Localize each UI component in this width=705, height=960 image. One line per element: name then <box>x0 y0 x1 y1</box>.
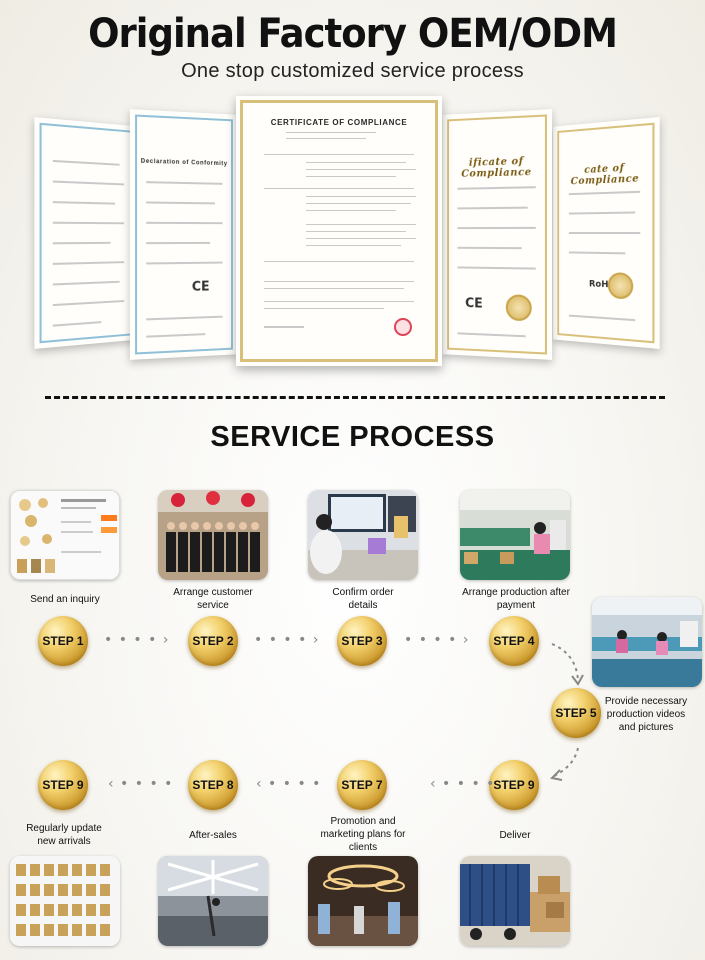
certificate-left: Declaration of Conformity CE <box>129 109 238 360</box>
step-7-badge: STEP 7 <box>337 760 387 810</box>
certificate-far-right: cate of Compliance RoHS <box>552 116 660 350</box>
step-label-3: Confirm order details <box>332 587 394 611</box>
photo-inquiry <box>10 490 120 580</box>
step-label-1: Send an inquiry <box>30 594 100 605</box>
photo-production <box>460 490 570 580</box>
arrow-left-icon: ‹ • • • • <box>430 776 496 792</box>
step-9-badge-update: STEP 9 <box>38 760 88 810</box>
step-5-badge: STEP 5 <box>551 688 601 738</box>
ce-mark: CE <box>191 279 210 295</box>
photo-customer-service <box>158 490 268 580</box>
step-label-5: Provide necessary production videos and … <box>604 696 688 733</box>
certificate-center-title: CERTIFICATE OF COMPLIANCE <box>270 118 408 127</box>
photo-after-sales <box>158 856 268 946</box>
ce-mark-right: CE <box>465 296 483 312</box>
step-label-8: After-sales <box>189 830 237 841</box>
step-1-badge: STEP 1 <box>38 616 88 666</box>
curved-arrow-down-left-icon <box>549 747 579 781</box>
certificate-center: CERTIFICATE OF COMPLIANCE <box>236 96 442 366</box>
step-label-2: Arrange customer service <box>173 587 253 611</box>
arrow-left-icon: ‹ • • • • <box>256 776 322 792</box>
step-label-4: Arrange production after payment <box>462 587 570 611</box>
step-label-7: Promotion and marketing plans for client… <box>320 816 406 853</box>
certificate-far-right-title: cate of Compliance <box>570 162 640 188</box>
step-9-badge-deliver: STEP 9 <box>489 760 539 810</box>
photo-production-videos <box>592 597 702 687</box>
curved-arrow-down-icon <box>551 643 584 686</box>
step-8-badge: STEP 8 <box>188 760 238 810</box>
step-label-9-update: Regularly update new arrivals <box>26 823 102 847</box>
arrow-right-icon: • • • • › <box>404 632 470 648</box>
arrow-right-icon: • • • • › <box>104 632 170 648</box>
photo-deliver <box>460 856 570 946</box>
service-process-title: SERVICE PROCESS <box>210 421 495 453</box>
step-4-badge: STEP 4 <box>489 616 539 666</box>
arrow-left-icon: ‹ • • • • <box>108 776 174 792</box>
arrow-right-icon: • • • • › <box>254 632 320 648</box>
certificate-far-left <box>34 117 140 349</box>
photo-confirm-order <box>308 490 418 580</box>
section-divider <box>45 396 665 399</box>
certificate-right-title: ificate of Compliance <box>461 156 532 180</box>
photo-marketing <box>308 856 418 946</box>
photo-new-arrivals <box>10 856 120 946</box>
page-subtitle: One stop customized service process <box>181 60 524 82</box>
certificate-right: ificate of Compliance CE <box>442 109 553 360</box>
step-2-badge: STEP 2 <box>188 616 238 666</box>
step-3-badge: STEP 3 <box>337 616 387 666</box>
page-title: Original Factory OEM/ODM <box>88 10 618 57</box>
step-label-9-deliver: Deliver <box>499 830 531 841</box>
seal-icon <box>394 318 412 336</box>
